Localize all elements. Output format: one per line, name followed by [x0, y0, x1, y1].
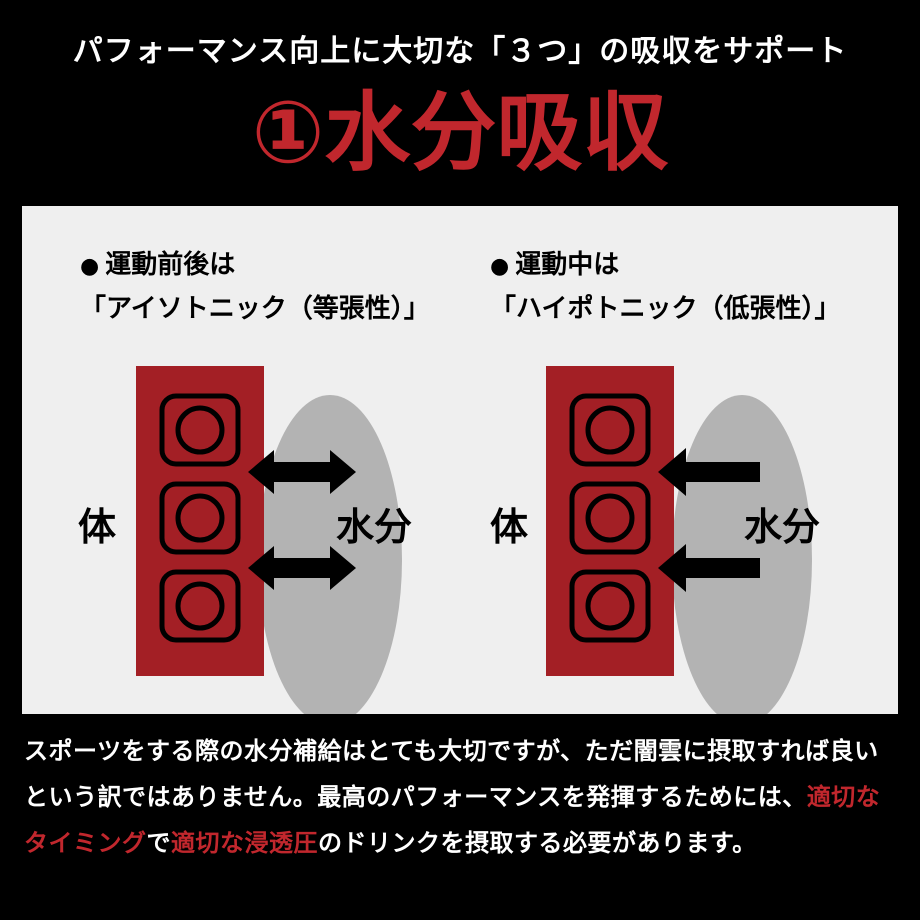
body-label-left: 体 [78, 505, 117, 549]
page-subtitle: パフォーマンス向上に大切な「３つ」の吸収をサポート [72, 34, 848, 69]
cell-right-2 [569, 481, 651, 555]
water-blob-right [672, 395, 812, 714]
cell-left-1 [159, 393, 241, 467]
title-number: ① [251, 83, 325, 183]
water-label-left: 水分 [336, 505, 413, 549]
cell-left-2 [159, 481, 241, 555]
cell-left-3 [159, 569, 241, 643]
description-part2: で [146, 829, 171, 857]
description-paragraph: スポーツをする際の水分補給はとても大切ですが、ただ闇雲に摂取すれば良いという訳で… [24, 728, 896, 866]
isotonic-diagram [136, 366, 402, 714]
cell-right-3 [569, 569, 651, 643]
water-label-right: 水分 [744, 505, 821, 549]
caption-isotonic-heading-text: 運動前後は [105, 250, 236, 280]
body-label-right: 体 [490, 505, 529, 549]
hypotonic-diagram [546, 366, 812, 714]
title-text: 水分吸収 [324, 83, 669, 183]
description-part3: のドリンクを摂取する必要があります。 [318, 829, 757, 857]
arrow-left-icon [658, 544, 760, 592]
caption-hypotonic: ●運動中は 「ハイポトニック（低張性）」 [490, 244, 840, 330]
caption-isotonic-heading: ●運動前後は [80, 244, 430, 288]
description-highlight-timing: 適切なタイミング [24, 783, 881, 857]
cell-right-1 [569, 393, 651, 467]
double-arrow-icon [248, 546, 356, 590]
caption-hypotonic-heading: ●運動中は [490, 244, 840, 288]
description-highlight-osmotic: 適切な浸透圧 [171, 829, 318, 857]
description-part1: スポーツをする際の水分補給はとても大切ですが、ただ闇雲に摂取すれば良いという訳で… [24, 737, 879, 811]
caption-hypotonic-heading-text: 運動中は [515, 250, 620, 280]
body-cell-column-left [136, 366, 264, 676]
caption-isotonic-subheading: 「アイソトニック（等張性）」 [80, 294, 430, 324]
page-title: ①水分吸収 [0, 78, 920, 188]
bullet-icon: ● [490, 254, 510, 279]
caption-hypotonic-subheading: 「ハイポトニック（低張性）」 [490, 294, 841, 324]
arrow-left-icon [658, 448, 760, 496]
body-cell-column-right [546, 366, 674, 676]
diagram-panel: ●運動前後は 「アイソトニック（等張性）」 ●運動中は 「ハイポトニック（低張性… [22, 206, 898, 714]
diagram-canvas [136, 366, 812, 714]
caption-isotonic: ●運動前後は 「アイソトニック（等張性）」 [80, 244, 430, 330]
bullet-icon: ● [80, 254, 100, 279]
double-arrow-icon [248, 450, 356, 494]
